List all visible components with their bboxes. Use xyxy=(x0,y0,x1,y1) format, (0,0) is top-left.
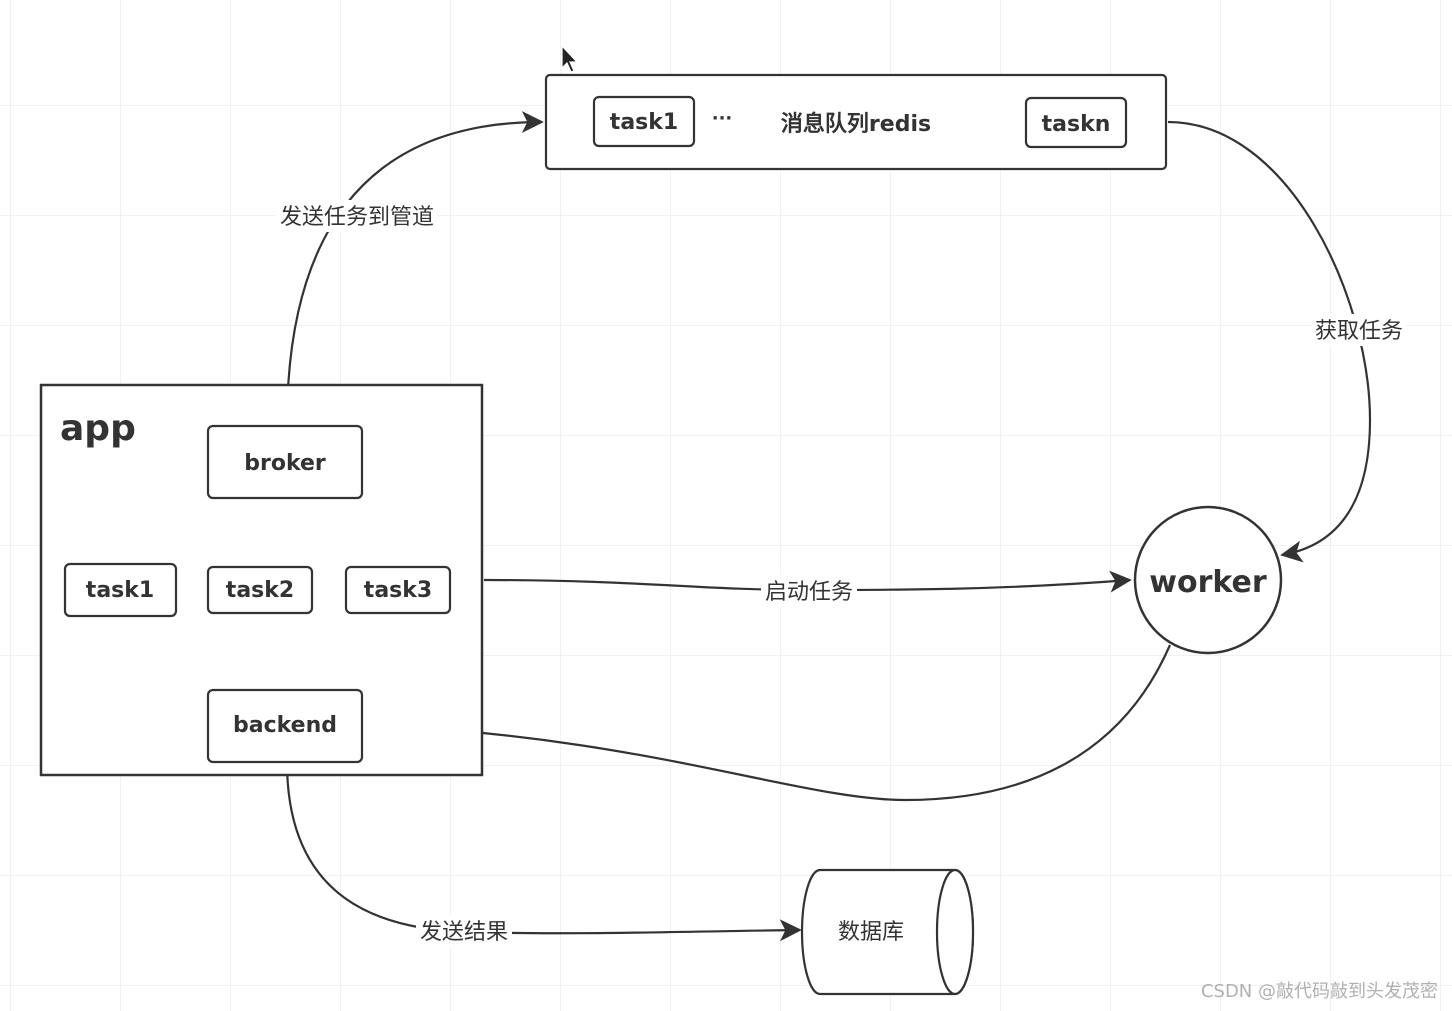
mouse-pointer-icon xyxy=(561,44,579,73)
task1-node[interactable]: task1 xyxy=(63,562,178,618)
edge-worker-to-backend xyxy=(363,644,1172,802)
svg-text:broker: broker xyxy=(244,451,326,476)
svg-text:启动任务: 启动任务 xyxy=(765,580,853,605)
svg-text:task1: task1 xyxy=(86,578,154,603)
svg-text:taskn: taskn xyxy=(1042,112,1111,137)
database-node[interactable]: 数据库 xyxy=(800,868,975,996)
queue-taskn[interactable]: taskn xyxy=(1024,96,1128,149)
edge-label-send-to-pipe: 发送任务到管道 xyxy=(276,200,438,232)
svg-text:worker: worker xyxy=(1149,565,1267,600)
edge-label-fetch-task: 获取任务 xyxy=(1312,314,1406,346)
watermark-text: CSDN @敲代码敲到头发茂密 xyxy=(1200,981,1438,1002)
queue-task1[interactable]: task1 xyxy=(592,95,696,148)
edge-queue-to-worker xyxy=(1167,120,1372,563)
svg-text:task3: task3 xyxy=(364,578,432,603)
svg-text:backend: backend xyxy=(233,713,337,738)
queue-label: 消息队列redis xyxy=(781,111,931,137)
message-queue[interactable]: task1 ··· 消息队列redis taskn xyxy=(544,73,1168,171)
svg-text:task1: task1 xyxy=(610,110,678,135)
broker-node[interactable]: broker xyxy=(206,424,364,500)
task3-node[interactable]: task3 xyxy=(344,565,452,615)
queue-ellipsis: ··· xyxy=(712,108,733,129)
worker-node[interactable]: worker xyxy=(1133,505,1283,655)
edge-backend-to-database xyxy=(285,761,802,942)
app-container[interactable]: app broker task1 task2 task3 backend xyxy=(39,383,484,777)
svg-text:发送任务到管道: 发送任务到管道 xyxy=(280,205,434,230)
edge-broker-to-queue xyxy=(285,111,544,426)
svg-text:发送结果: 发送结果 xyxy=(420,920,508,945)
edge-label-start-task: 启动任务 xyxy=(761,575,857,607)
svg-text:获取任务: 获取任务 xyxy=(1315,319,1403,344)
svg-text:数据库: 数据库 xyxy=(838,920,904,945)
edge-label-send-result: 发送结果 xyxy=(416,915,512,947)
backend-node[interactable]: backend xyxy=(206,688,364,764)
svg-text:task2: task2 xyxy=(226,578,294,603)
task2-node[interactable]: task2 xyxy=(206,565,314,615)
app-title: app xyxy=(60,408,136,449)
